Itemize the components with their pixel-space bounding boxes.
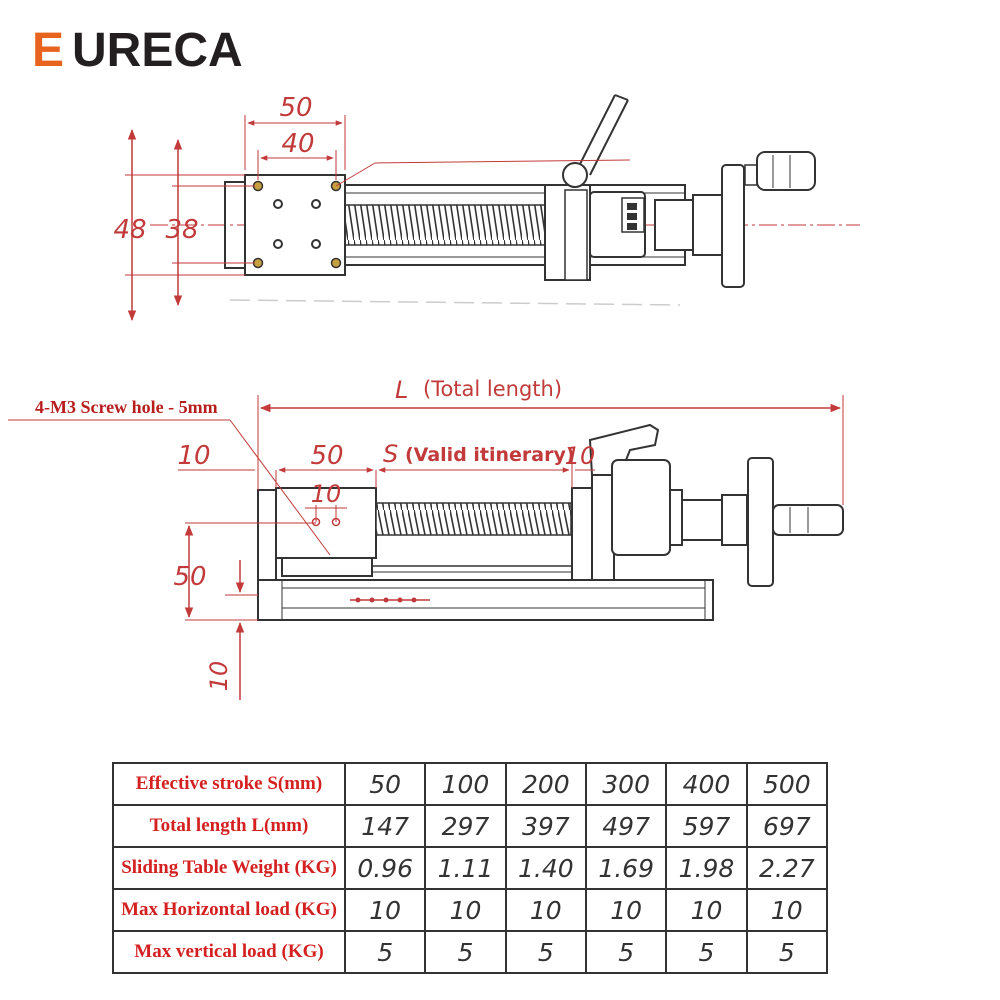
row-label: Sliding Table Weight (KG)	[112, 846, 346, 890]
table-cell: 697	[745, 804, 829, 848]
side-view: L (Total length) 4-M3 Screw hole - 5mm 1…	[8, 376, 844, 700]
table-cell: 297	[424, 804, 507, 848]
table-cell: 5	[504, 930, 587, 974]
table-cell: 1.40	[504, 846, 587, 890]
table-cell: 5	[343, 930, 427, 974]
table-cell: 10	[343, 888, 427, 932]
table-cell: 500	[745, 762, 829, 806]
dim-hole-spacing: 10	[311, 480, 342, 508]
dim-table-length: 50	[310, 441, 343, 471]
table-cell: 10	[424, 888, 507, 932]
dim-height-inner: 38	[165, 215, 198, 245]
table-cell: 1.11	[424, 846, 507, 890]
table-cell: 597	[665, 804, 748, 848]
dim-left-offset: 10	[177, 441, 210, 471]
table-cell: 5	[745, 930, 829, 974]
table-cell: 10	[665, 888, 748, 932]
table-cell: 5	[424, 930, 507, 974]
table-cell: 147	[343, 804, 427, 848]
row-label: Max Horizontal load (KG)	[112, 888, 346, 932]
stroke-label: (Valid itinerary)	[405, 444, 575, 466]
total-length-symbol: L	[395, 376, 408, 404]
total-length-label: (Total length)	[423, 377, 562, 401]
table-cell: 2.27	[745, 846, 829, 890]
table-cell: 300	[584, 762, 668, 806]
dim-width-inner: 40	[281, 129, 314, 159]
screw-hole-note: 4-M3 Screw hole - 5mm	[35, 397, 218, 417]
dim-width-outer: 50	[279, 93, 312, 123]
row-label: Total length L(mm)	[112, 804, 346, 848]
logo-letters: URECA	[72, 24, 243, 77]
table-cell: 100	[424, 762, 507, 806]
dim-base-height: 10	[205, 661, 233, 692]
dim-right-offset: 10	[565, 442, 596, 470]
logo-letter-e: E	[32, 24, 64, 77]
table-cell: 10	[504, 888, 587, 932]
table-cell: 5	[584, 930, 668, 974]
table-cell: 400	[665, 762, 748, 806]
table-cell: 50	[343, 762, 427, 806]
table-cell: 1.69	[584, 846, 668, 890]
table-cell: 10	[745, 888, 829, 932]
top-view: 50 40 48 38	[113, 93, 860, 322]
dim-height: 50	[173, 562, 206, 592]
dim-height-outer: 48	[113, 215, 146, 245]
table-cell: 0.96	[343, 846, 427, 890]
row-label: Max vertical load (KG)	[112, 930, 346, 974]
table-cell: 200	[504, 762, 587, 806]
table-cell: 1.98	[665, 846, 748, 890]
logo: E URECA	[32, 24, 243, 77]
table-cell: 397	[504, 804, 587, 848]
table-cell: 497	[584, 804, 668, 848]
row-label: Effective stroke S(mm)	[112, 762, 346, 806]
stroke-symbol: S	[383, 440, 398, 468]
table-cell: 10	[584, 888, 668, 932]
table-cell: 5	[665, 930, 748, 974]
